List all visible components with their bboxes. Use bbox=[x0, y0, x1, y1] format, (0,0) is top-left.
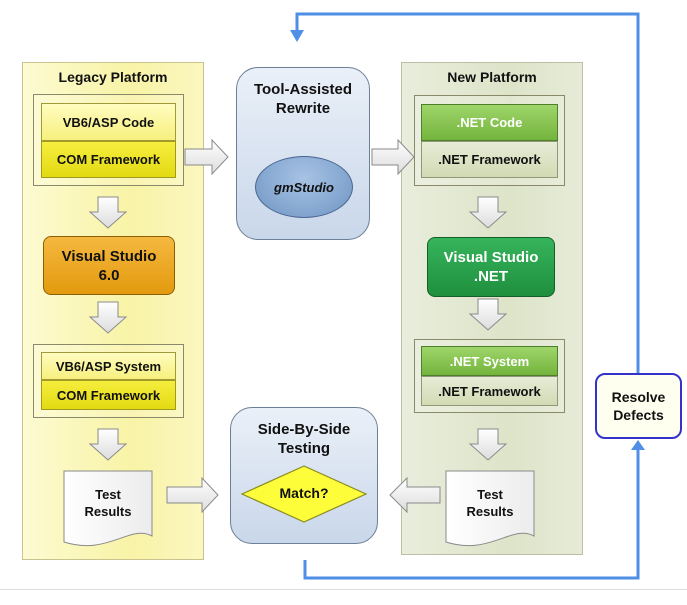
new-test-results-document bbox=[445, 470, 535, 547]
net-system-box: .NET System bbox=[421, 346, 558, 376]
net-code-box: .NET Code bbox=[421, 104, 558, 141]
bottom-divider bbox=[0, 589, 687, 590]
legacy-platform-title: Legacy Platform bbox=[58, 69, 168, 85]
legacy-arrow-1 bbox=[88, 196, 128, 229]
feedback-arrowhead-up-resolve bbox=[631, 440, 645, 450]
vsnet-line1: Visual Studio bbox=[443, 249, 539, 266]
new-test-results-label: Test Results bbox=[446, 486, 534, 520]
legacy-code-box: VB6/ASP Code bbox=[41, 103, 176, 141]
rewrite-title-line2: Rewrite bbox=[275, 100, 331, 117]
legacy-framework-box: COM Framework bbox=[41, 141, 176, 178]
feedback-return-line bbox=[295, 12, 640, 373]
resolve-line1: Resolve bbox=[611, 389, 666, 405]
legacy-results-to-testing-arrow bbox=[166, 476, 219, 514]
legacy-results-line2: Results bbox=[84, 504, 132, 519]
new-platform-title: New Platform bbox=[447, 69, 537, 85]
new-results-line2: Results bbox=[466, 504, 514, 519]
match-decision-label: Match? bbox=[279, 485, 329, 501]
legacy-system-box: VB6/ASP System bbox=[41, 352, 176, 380]
match-decision-diamond bbox=[240, 465, 368, 523]
net-system-framework-box: .NET Framework bbox=[421, 376, 558, 406]
new-results-line1: Test bbox=[477, 487, 503, 502]
new-results-to-testing-arrow bbox=[389, 476, 441, 514]
rewrite-title-line1: Tool-Assisted bbox=[253, 81, 353, 98]
legacy-arrow-3 bbox=[88, 428, 128, 461]
legacy-arrow-2 bbox=[88, 301, 128, 334]
legacy-results-line1: Test bbox=[95, 487, 121, 502]
new-arrow-2 bbox=[468, 298, 508, 331]
new-arrow-3 bbox=[468, 428, 508, 461]
testing-title-line1: Side-By-Side bbox=[257, 421, 351, 438]
resolve-line2: Defects bbox=[613, 407, 664, 423]
testing-title-line2: Testing bbox=[277, 440, 331, 457]
legacy-system-framework-box: COM Framework bbox=[41, 380, 176, 410]
feedback-arrowhead-down-rewrite bbox=[290, 30, 304, 42]
new-arrow-1 bbox=[468, 196, 508, 229]
rewrite-to-new-arrow bbox=[371, 138, 415, 176]
legacy-to-rewrite-arrow bbox=[184, 138, 229, 176]
vs6-line2: 6.0 bbox=[98, 266, 120, 284]
vs6-line1: Visual Studio bbox=[61, 247, 157, 265]
legacy-test-results-document bbox=[63, 470, 153, 547]
visual-studio-net-box: Visual Studio .NET bbox=[427, 237, 555, 297]
net-framework-box: .NET Framework bbox=[421, 141, 558, 178]
gmstudio-ellipse: gmStudio bbox=[255, 156, 353, 218]
rewrite-title: Tool-Assisted Rewrite bbox=[237, 80, 369, 118]
testing-title: Side-By-Side Testing bbox=[231, 420, 377, 458]
legacy-test-results-label: Test Results bbox=[64, 486, 152, 520]
vsnet-line2: .NET bbox=[473, 268, 509, 285]
feedback-loop-line bbox=[303, 448, 640, 580]
